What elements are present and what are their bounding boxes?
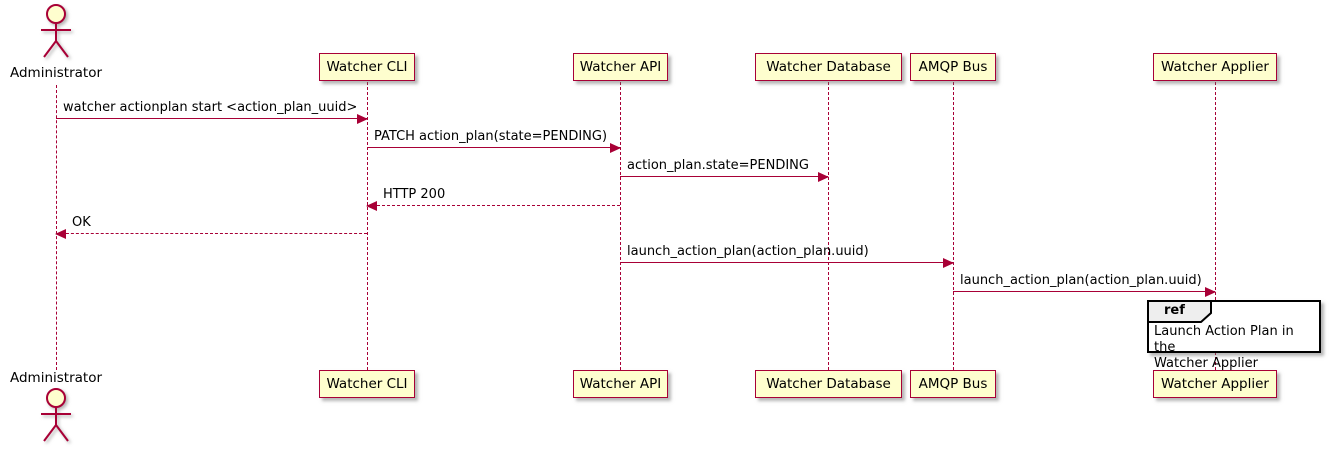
- message-5-line: [56, 233, 367, 234]
- participant-amqp-bus-bottom: AMQP Bus: [910, 370, 996, 398]
- message-2-label: PATCH action_plan(state=PENDING): [374, 129, 608, 144]
- message-7: launch_action_plan(action_plan.uuid): [953, 273, 1216, 297]
- message-3-line: [620, 176, 828, 177]
- message-7-label: launch_action_plan(action_plan.uuid): [960, 273, 1202, 288]
- message-5: OK: [55, 215, 367, 239]
- arrowhead-icon: [818, 171, 829, 182]
- message-3-label: action_plan.state=PENDING: [627, 158, 809, 173]
- message-1-line: [56, 118, 367, 119]
- message-6-line: [620, 262, 953, 263]
- participant-watcher-cli-top: Watcher CLI: [319, 53, 415, 81]
- message-1: watcher actionplan start <action_plan_uu…: [56, 100, 368, 124]
- lifeline-watcher-database: [828, 82, 829, 370]
- lifeline-watcher-cli: [367, 82, 368, 370]
- participant-watcher-applier-bottom: Watcher Applier: [1153, 370, 1277, 398]
- message-4-line: [367, 205, 620, 206]
- participant-watcher-api-bottom: Watcher API: [573, 370, 668, 398]
- actor-label-bottom: Administrator: [9, 370, 103, 386]
- arrowhead-icon: [366, 200, 377, 211]
- ref-fragment: ref Launch Action Plan in the Watcher Ap…: [1147, 300, 1321, 371]
- message-3: action_plan.state=PENDING: [620, 158, 829, 182]
- ref-keyword: ref: [1164, 303, 1185, 318]
- message-4-label: HTTP 200: [383, 187, 446, 202]
- message-7-line: [953, 291, 1215, 292]
- ref-text-line1: Launch Action Plan in the: [1154, 324, 1294, 355]
- arrowhead-icon: [1205, 286, 1216, 297]
- ref-tab-icon: [1147, 300, 1212, 323]
- lifeline-administrator: [56, 85, 57, 370]
- arrowhead-icon: [357, 113, 368, 124]
- participant-watcher-applier-top: Watcher Applier: [1153, 53, 1277, 81]
- lifeline-amqp-bus: [953, 82, 954, 370]
- participant-watcher-cli-bottom: Watcher CLI: [319, 370, 415, 398]
- message-2-line: [367, 147, 620, 148]
- message-4: HTTP 200: [366, 187, 620, 211]
- ref-text-line2: Watcher Applier: [1154, 356, 1258, 371]
- ref-text: Launch Action Plan in the Watcher Applie…: [1154, 324, 1315, 372]
- participant-watcher-api-top: Watcher API: [573, 53, 668, 81]
- message-1-label: watcher actionplan start <action_plan_uu…: [63, 100, 358, 115]
- actor-icon: [41, 388, 71, 442]
- lifeline-watcher-applier: [1215, 82, 1216, 370]
- participant-amqp-bus-top: AMQP Bus: [910, 53, 996, 81]
- message-2: PATCH action_plan(state=PENDING): [367, 129, 621, 153]
- message-5-label: OK: [72, 215, 91, 230]
- actor-icon: [41, 4, 71, 58]
- lifeline-watcher-api: [620, 82, 621, 370]
- message-6: launch_action_plan(action_plan.uuid): [620, 244, 954, 268]
- participant-watcher-database-bottom: Watcher Database: [755, 370, 902, 398]
- actor-label-top: Administrator: [9, 65, 103, 81]
- message-6-label: launch_action_plan(action_plan.uuid): [627, 244, 869, 259]
- arrowhead-icon: [943, 257, 954, 268]
- arrowhead-icon: [55, 228, 66, 239]
- arrowhead-icon: [610, 142, 621, 153]
- participant-watcher-database-top: Watcher Database: [755, 53, 902, 81]
